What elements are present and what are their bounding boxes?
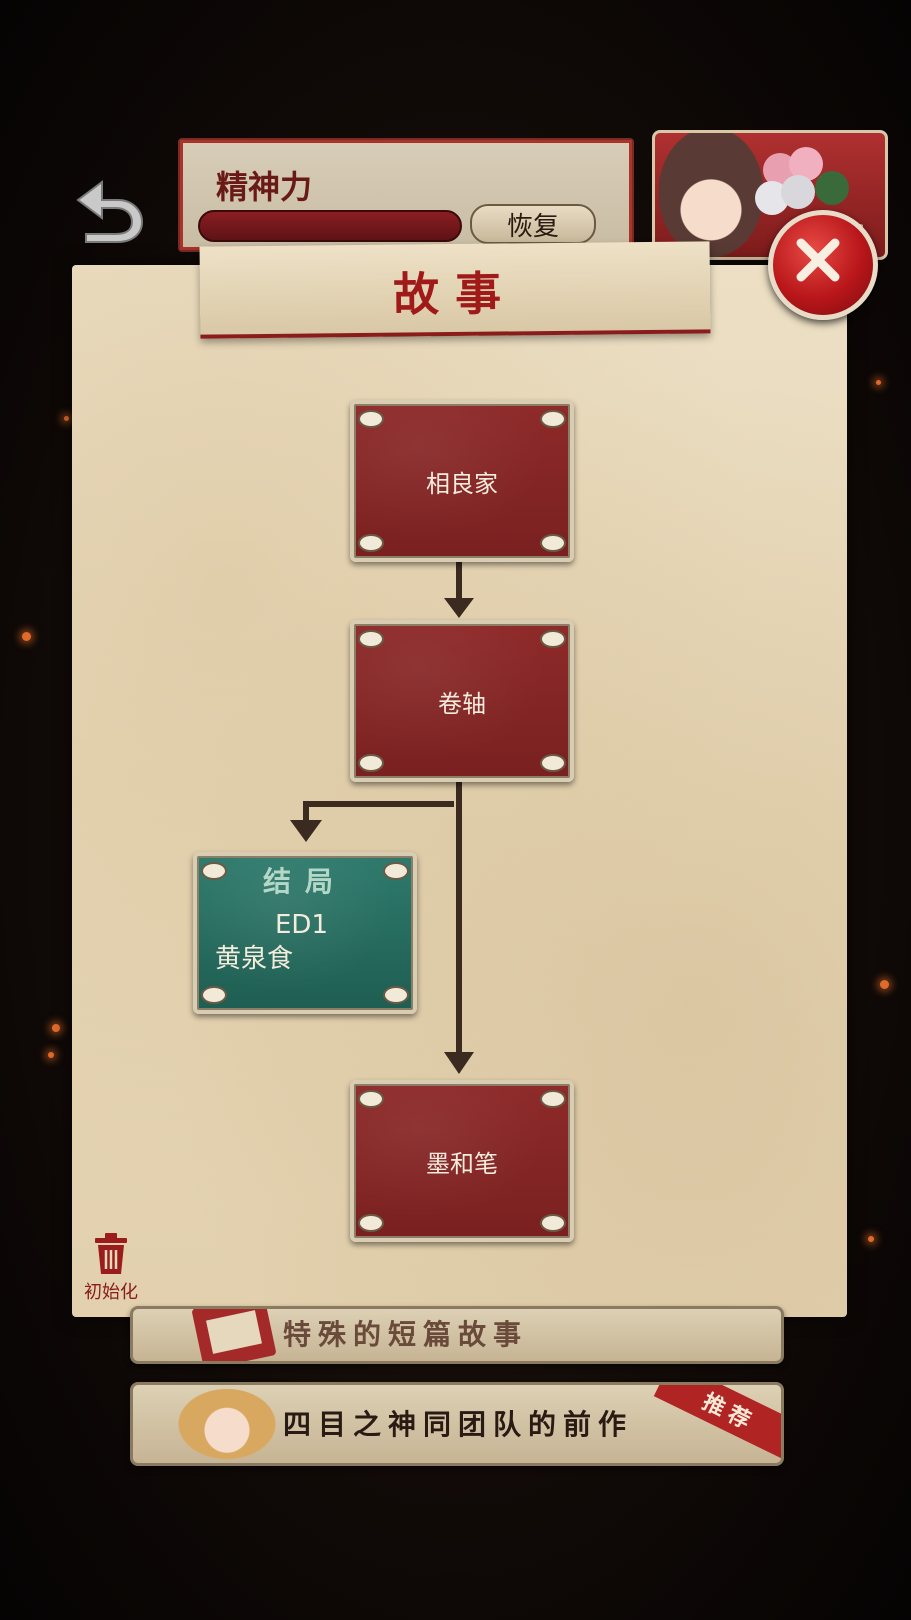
balloon-decoration xyxy=(815,171,849,205)
eye-ornament-icon xyxy=(358,754,384,772)
character-avatar-card[interactable]: S xyxy=(652,130,888,260)
eye-ornament-icon xyxy=(540,534,566,552)
eye-ornament-icon xyxy=(358,1090,384,1108)
story-node-label: 卷轴 xyxy=(438,689,486,718)
eye-ornament-icon xyxy=(540,754,566,772)
promo-banner-text: 四目之神同团队的前作 xyxy=(283,1408,634,1441)
promo-banner-recommended[interactable]: 四目之神同团队的前作 推荐 xyxy=(130,1382,784,1466)
promo-banner-text: 特殊的短篇故事 xyxy=(283,1318,529,1351)
character-portrait xyxy=(173,1385,281,1463)
eye-ornament-icon xyxy=(201,862,227,880)
ember xyxy=(64,416,69,421)
close-button[interactable] xyxy=(768,210,878,320)
close-icon xyxy=(796,238,840,282)
eye-ornament-icon xyxy=(540,1090,566,1108)
avatar xyxy=(659,133,763,257)
film-icon xyxy=(191,1309,277,1361)
stamina-bar xyxy=(198,210,462,242)
ember xyxy=(22,632,31,641)
stamina-panel: 精神力 恢复 xyxy=(178,138,634,252)
ember xyxy=(48,1052,54,1058)
reset-label: 初始化 xyxy=(84,1282,138,1303)
ember xyxy=(52,1024,60,1032)
story-node-label: 相良家 xyxy=(426,469,498,498)
eye-ornament-icon xyxy=(383,986,409,1004)
eye-ornament-icon xyxy=(358,630,384,648)
ending-code: ED1 xyxy=(275,910,328,940)
stamina-label: 精神力 xyxy=(216,168,313,206)
eye-ornament-icon xyxy=(201,986,227,1004)
ember xyxy=(876,380,881,385)
ending-tag: 结局 xyxy=(262,865,347,898)
ember xyxy=(880,980,889,989)
back-button[interactable] xyxy=(72,172,148,248)
eye-ornament-icon xyxy=(358,410,384,428)
back-arrow-icon xyxy=(76,180,144,243)
ending-name: 黄泉食 xyxy=(215,944,294,974)
balloon-decoration xyxy=(781,175,815,209)
story-node[interactable]: 墨和笔 xyxy=(350,1080,574,1242)
eye-ornament-icon xyxy=(358,1214,384,1232)
ending-node[interactable]: 结局 ED1 黄泉食 xyxy=(193,852,417,1014)
ember xyxy=(868,1236,874,1242)
reset-button[interactable]: 初始化 xyxy=(80,1232,142,1304)
eye-ornament-icon xyxy=(358,534,384,552)
trash-icon xyxy=(95,1233,127,1274)
story-node[interactable]: 相良家 xyxy=(350,400,574,562)
promo-banner-special[interactable]: 特殊的短篇故事 xyxy=(130,1306,784,1364)
eye-ornament-icon xyxy=(383,862,409,880)
restore-button[interactable]: 恢复 xyxy=(470,204,596,244)
eye-ornament-icon xyxy=(540,630,566,648)
story-node-label: 墨和笔 xyxy=(426,1149,498,1178)
eye-ornament-icon xyxy=(540,1214,566,1232)
eye-ornament-icon xyxy=(540,410,566,428)
story-node[interactable]: 卷轴 xyxy=(350,620,574,782)
